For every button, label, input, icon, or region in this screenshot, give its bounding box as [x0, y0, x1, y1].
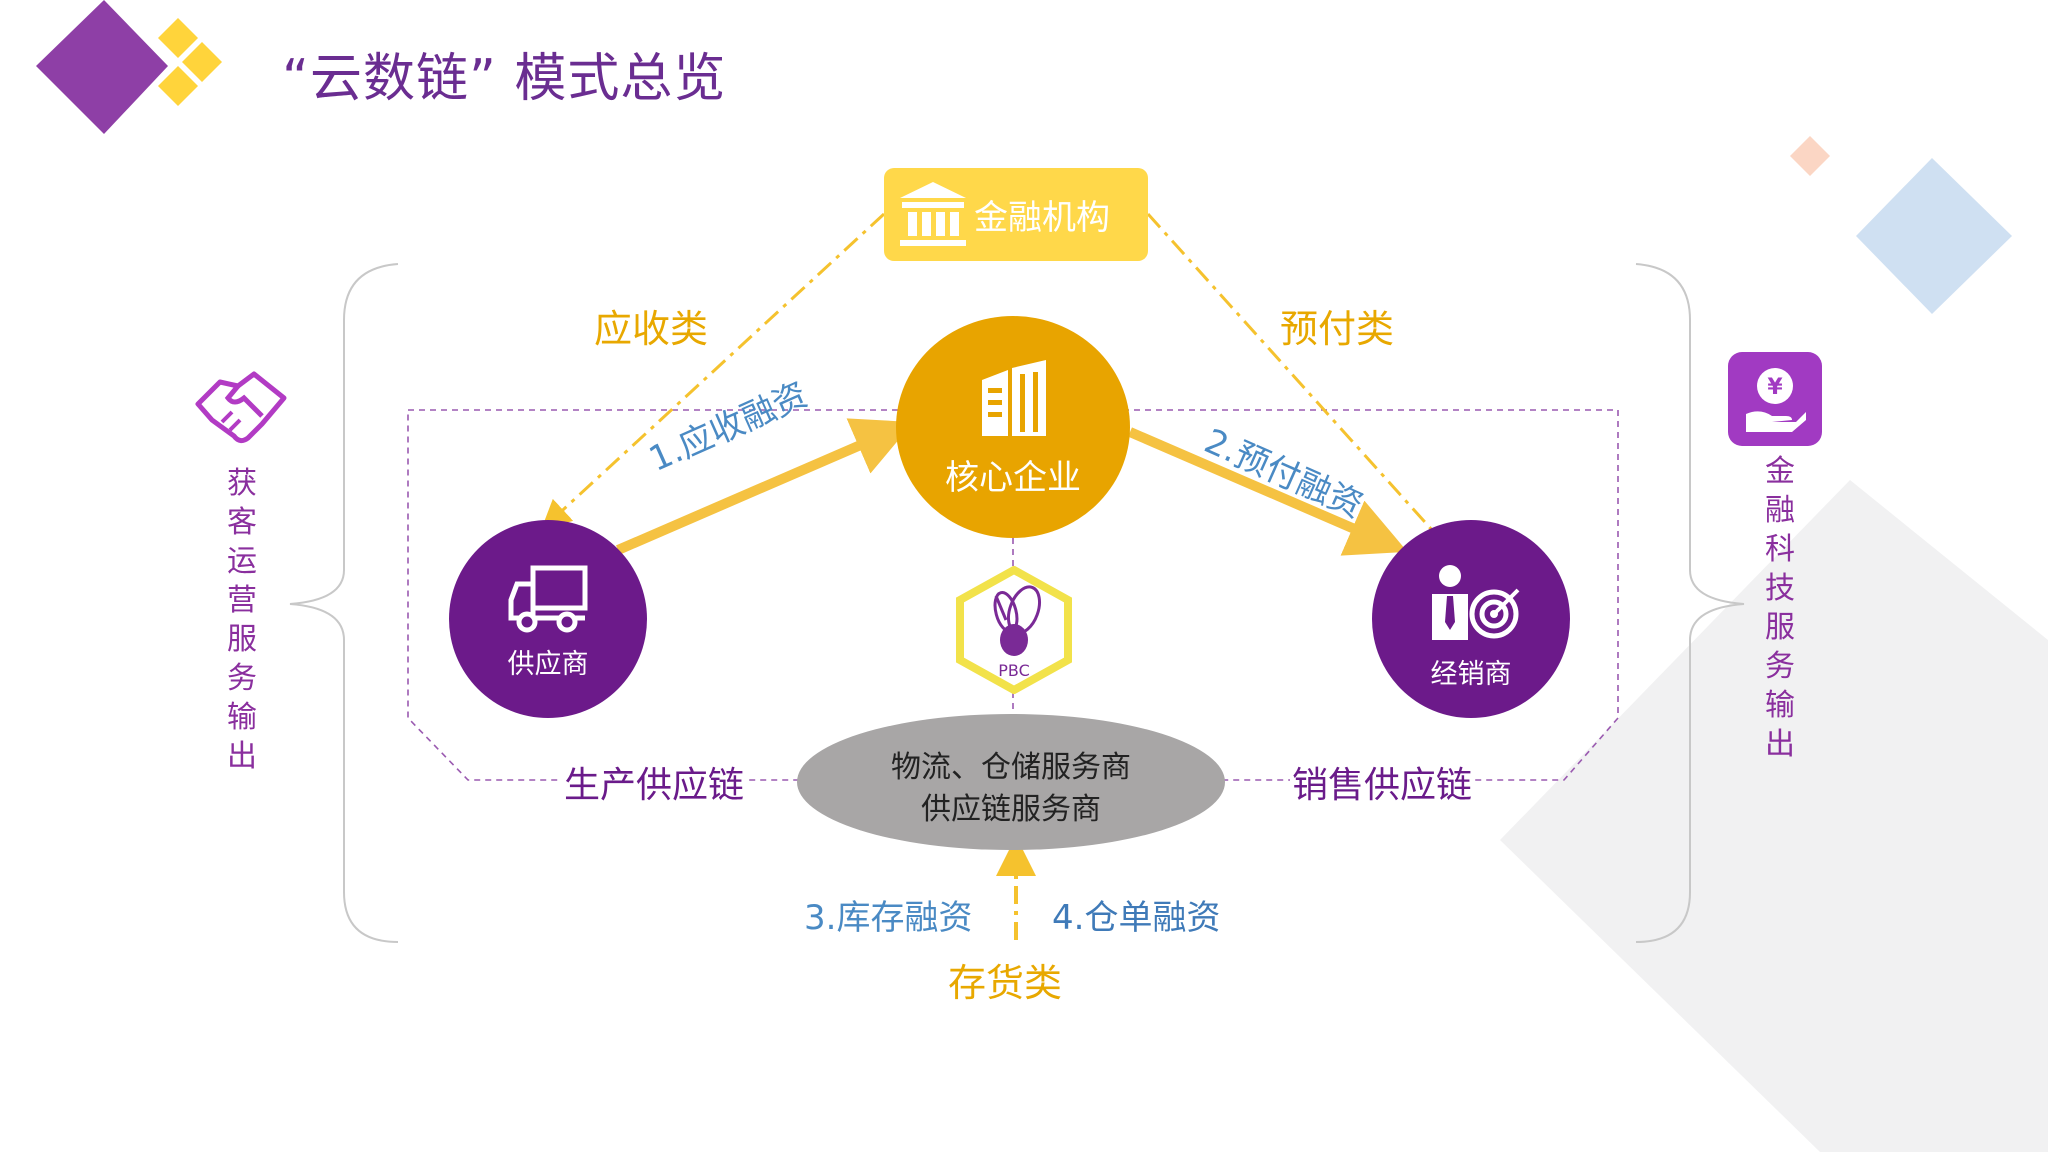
gray-diamond-decor — [1500, 480, 2048, 1152]
finance-icon-box: ¥ — [1728, 352, 1822, 446]
flow-inventory-financing: 3.库存融资 — [804, 898, 973, 938]
truck-icon — [508, 565, 588, 633]
logo-yellow-diamond — [182, 42, 222, 82]
service-provider-line1: 物流、仓储服务商 — [891, 750, 1131, 785]
production-chain-label: 生产供应链 — [562, 756, 747, 808]
left-side-service-text: 获客运营服务输出 — [227, 466, 257, 774]
right-side-service-text: 金融科技服务输出 — [1765, 454, 1795, 762]
left-brace — [289, 263, 399, 943]
receivable-category-label: 应收类 — [594, 307, 709, 351]
core-enterprise-node: 核心企业 — [896, 316, 1130, 538]
flow-warehouse-receipt-financing: 4.仓单融资 — [1052, 898, 1221, 938]
dealer-label: 经销商 — [1430, 659, 1512, 690]
logo-yellow-diamond — [158, 66, 198, 106]
prepaid-financing-arrow — [1128, 427, 1408, 556]
core-enterprise-label: 核心企业 — [945, 458, 1081, 498]
logo-purple-diamond — [36, 0, 168, 134]
page-title: “云数链” 模式总览 — [282, 49, 727, 109]
svg-text:¥: ¥ — [1767, 375, 1783, 400]
bank-label: 金融机构 — [974, 198, 1110, 238]
dealer-node: 经销商 — [1372, 520, 1570, 718]
blue-diamond-decor — [1856, 158, 2012, 314]
inventory-category-label: 存货类 — [948, 961, 1063, 1005]
hand-coin-icon: ¥ — [1746, 368, 1806, 432]
bank-icon — [900, 182, 966, 246]
prepaid-category-label: 预付类 — [1280, 307, 1395, 351]
bank-to-supplier-line — [540, 212, 886, 531]
dealer-target-icon — [1432, 565, 1520, 640]
handshake-icon — [195, 371, 287, 444]
logo-yellow-diamond — [158, 18, 198, 58]
supply-chain-boundary — [407, 409, 1619, 781]
bee-logo: PBC — [956, 566, 1072, 694]
receivable-financing-arrow — [616, 418, 914, 555]
supplier-label: 供应商 — [507, 649, 589, 680]
service-provider-node: 物流、仓储服务商 供应链服务商 — [797, 714, 1225, 850]
building-icon — [982, 360, 1046, 436]
peach-diamond-decor — [1790, 136, 1830, 176]
svg-text:PBC: PBC — [998, 661, 1030, 680]
supplier-node: 供应商 — [449, 520, 647, 718]
right-brace — [1635, 263, 1745, 943]
sales-chain-label: 销售供应链 — [1290, 756, 1475, 808]
service-provider-line2: 供应链服务商 — [921, 792, 1101, 827]
bank-node: 金融机构 — [884, 168, 1148, 261]
